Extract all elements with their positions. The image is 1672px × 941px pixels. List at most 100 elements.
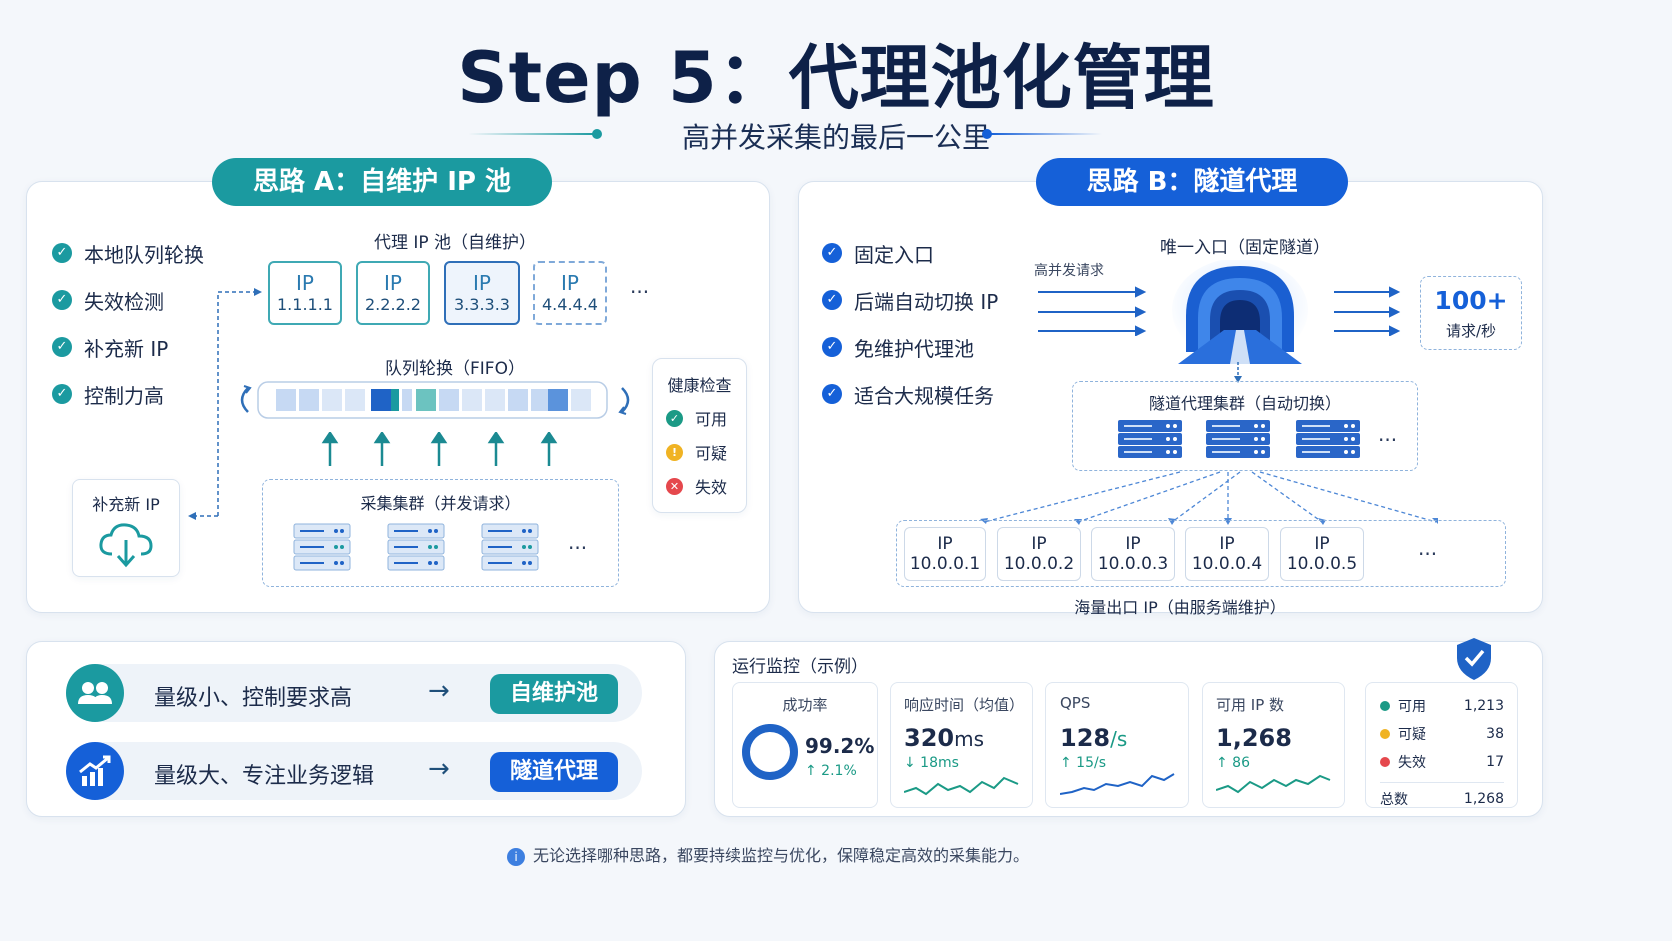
health-fail: ✕失效: [666, 474, 727, 498]
collector-cluster: [262, 479, 619, 587]
health-label: 可疑: [695, 444, 728, 463]
subtitle-right-dot: [982, 129, 992, 139]
ip-label: IP: [1219, 534, 1235, 554]
egress-label: 海量出口 IP（由服务端维护）: [1074, 598, 1286, 617]
check-item: ✓失效检测: [52, 285, 204, 315]
health-suspect: ! 可疑: [666, 440, 727, 464]
collector-ellipsis: ···: [568, 536, 588, 560]
metric-change: ↑ 2.1%: [805, 763, 857, 779]
ok-icon: ✓: [666, 409, 683, 427]
success-ring-arc: [742, 724, 798, 780]
check-icon: ✓: [52, 243, 72, 263]
check-label: 本地队列轮换: [84, 242, 204, 267]
metric-title: 可用 IP 数: [1216, 696, 1285, 714]
rotate-right-icon: [621, 387, 630, 413]
check-item: ✓ 本地队列轮换: [52, 238, 204, 268]
collector-cluster-title: 采集集群（并发请求）: [360, 494, 521, 513]
metric-value-group: 320ms: [904, 724, 984, 752]
tunnel-servers: [1118, 420, 1360, 458]
cloud-download-icon: [99, 523, 153, 568]
rotate-left-icon: [240, 387, 249, 413]
fanout-lines: [980, 471, 1438, 525]
suspect-dot-icon: [1380, 729, 1390, 739]
tunnel-cluster: [1072, 381, 1418, 471]
approach-a-pill: 思路 A：自维护 IP 池: [212, 158, 552, 206]
page-title: Step 5：代理池化管理: [457, 37, 1215, 119]
metric-title: QPS: [1060, 694, 1091, 712]
success-ring-chart: [742, 724, 798, 780]
legend-total-row: 总数 1,268: [1380, 783, 1504, 815]
legend-label-group: 可用: [1380, 696, 1426, 716]
ip-label: IP: [1031, 534, 1047, 554]
qps-sparkline: [1060, 773, 1175, 795]
arrow-icon: →: [428, 754, 450, 784]
ip-address: 10.0.0.4: [1191, 554, 1263, 574]
total-value: 1,268: [1463, 791, 1504, 807]
queue-slots: [276, 389, 591, 411]
decision-condition: 量级大、专注业务逻辑: [154, 764, 375, 789]
check-item: ✓ 后端自动切换 IP: [822, 285, 998, 315]
check-icon: ✓: [822, 384, 842, 404]
approach-b-pill: 思路 B：隧道代理: [1036, 158, 1348, 206]
total-label: 总数: [1380, 792, 1408, 808]
legend-label: 失效: [1398, 755, 1426, 771]
incoming-arrows: [1038, 286, 1147, 336]
metric-title: 响应时间（均值）: [904, 696, 1025, 714]
refill-flow-arrow: [188, 288, 262, 520]
ip-label: IP: [561, 271, 579, 295]
pool-ellipsis: ···: [630, 280, 650, 304]
metric-change: ↓ 18ms: [904, 755, 959, 771]
arrow-icon: →: [428, 676, 450, 706]
check-item: ✓ 固定入口: [822, 238, 998, 268]
check-item: ✓免维护代理池: [822, 332, 998, 362]
shield-check-icon: [1457, 638, 1491, 680]
users-icon: [66, 664, 124, 722]
metric-unit: /s: [1110, 727, 1128, 751]
check-label: 补充新 IP: [84, 336, 169, 361]
health-label: 失效: [695, 478, 728, 497]
fifo-queue: [240, 381, 630, 419]
egress-ellipsis: ···: [1418, 542, 1438, 566]
ip-address: 3.3.3.3: [454, 295, 510, 314]
tunnel-cluster-title: 隧道代理集群（自动切换）: [1148, 394, 1341, 413]
metric-success-rate: [732, 682, 878, 808]
server-icon: [293, 523, 351, 571]
footer-note-group: i 无论选择哪种思路，都要持续监控与优化，保障稳定高效的采集能力。: [0, 842, 1536, 866]
pool-title: 代理 IP 池（自维护）: [373, 233, 537, 253]
check-label: 固定入口: [854, 242, 934, 267]
decision-condition: 量级小、控制要求高: [154, 686, 353, 711]
metric-value: 128: [1060, 724, 1111, 752]
info-icon: i: [506, 847, 525, 866]
check-icon: ✓: [822, 243, 842, 263]
metric-qps: [1045, 682, 1189, 808]
egress-ip-pool: [896, 520, 1506, 587]
metric-unit: ms: [954, 727, 985, 751]
legend-value: 38: [1486, 726, 1504, 742]
check-icon: ✓: [822, 290, 842, 310]
legend-row: 可疑 38: [1380, 720, 1504, 748]
legend-label-group: 可疑: [1380, 724, 1426, 744]
upload-arrows: [321, 432, 558, 466]
failed-dot-icon: [1380, 757, 1390, 767]
refill-label: 补充新 IP: [92, 495, 160, 514]
check-icon: ✓: [52, 337, 72, 357]
footer-note: 无论选择哪种思路，都要持续监控与优化，保障稳定高效的采集能力。: [532, 846, 1029, 865]
rate-value: 100+: [1434, 286, 1508, 315]
monitor-title: 运行监控（示例）: [732, 657, 868, 677]
rate-unit: 请求/秒: [1445, 322, 1497, 340]
health-ok: ✓ 可用: [666, 406, 727, 430]
subtitle-left-line: [468, 133, 596, 135]
ip-count-sparkline: [1216, 774, 1331, 794]
warning-icon: !: [666, 443, 683, 461]
legend-label-group: 失效: [1380, 752, 1426, 772]
ip-address: 4.4.4.4: [542, 295, 598, 314]
health-label: 可用: [695, 410, 728, 429]
metric-change: ↑ 15/s: [1060, 755, 1107, 771]
check-label: 后端自动切换 IP: [854, 289, 999, 314]
